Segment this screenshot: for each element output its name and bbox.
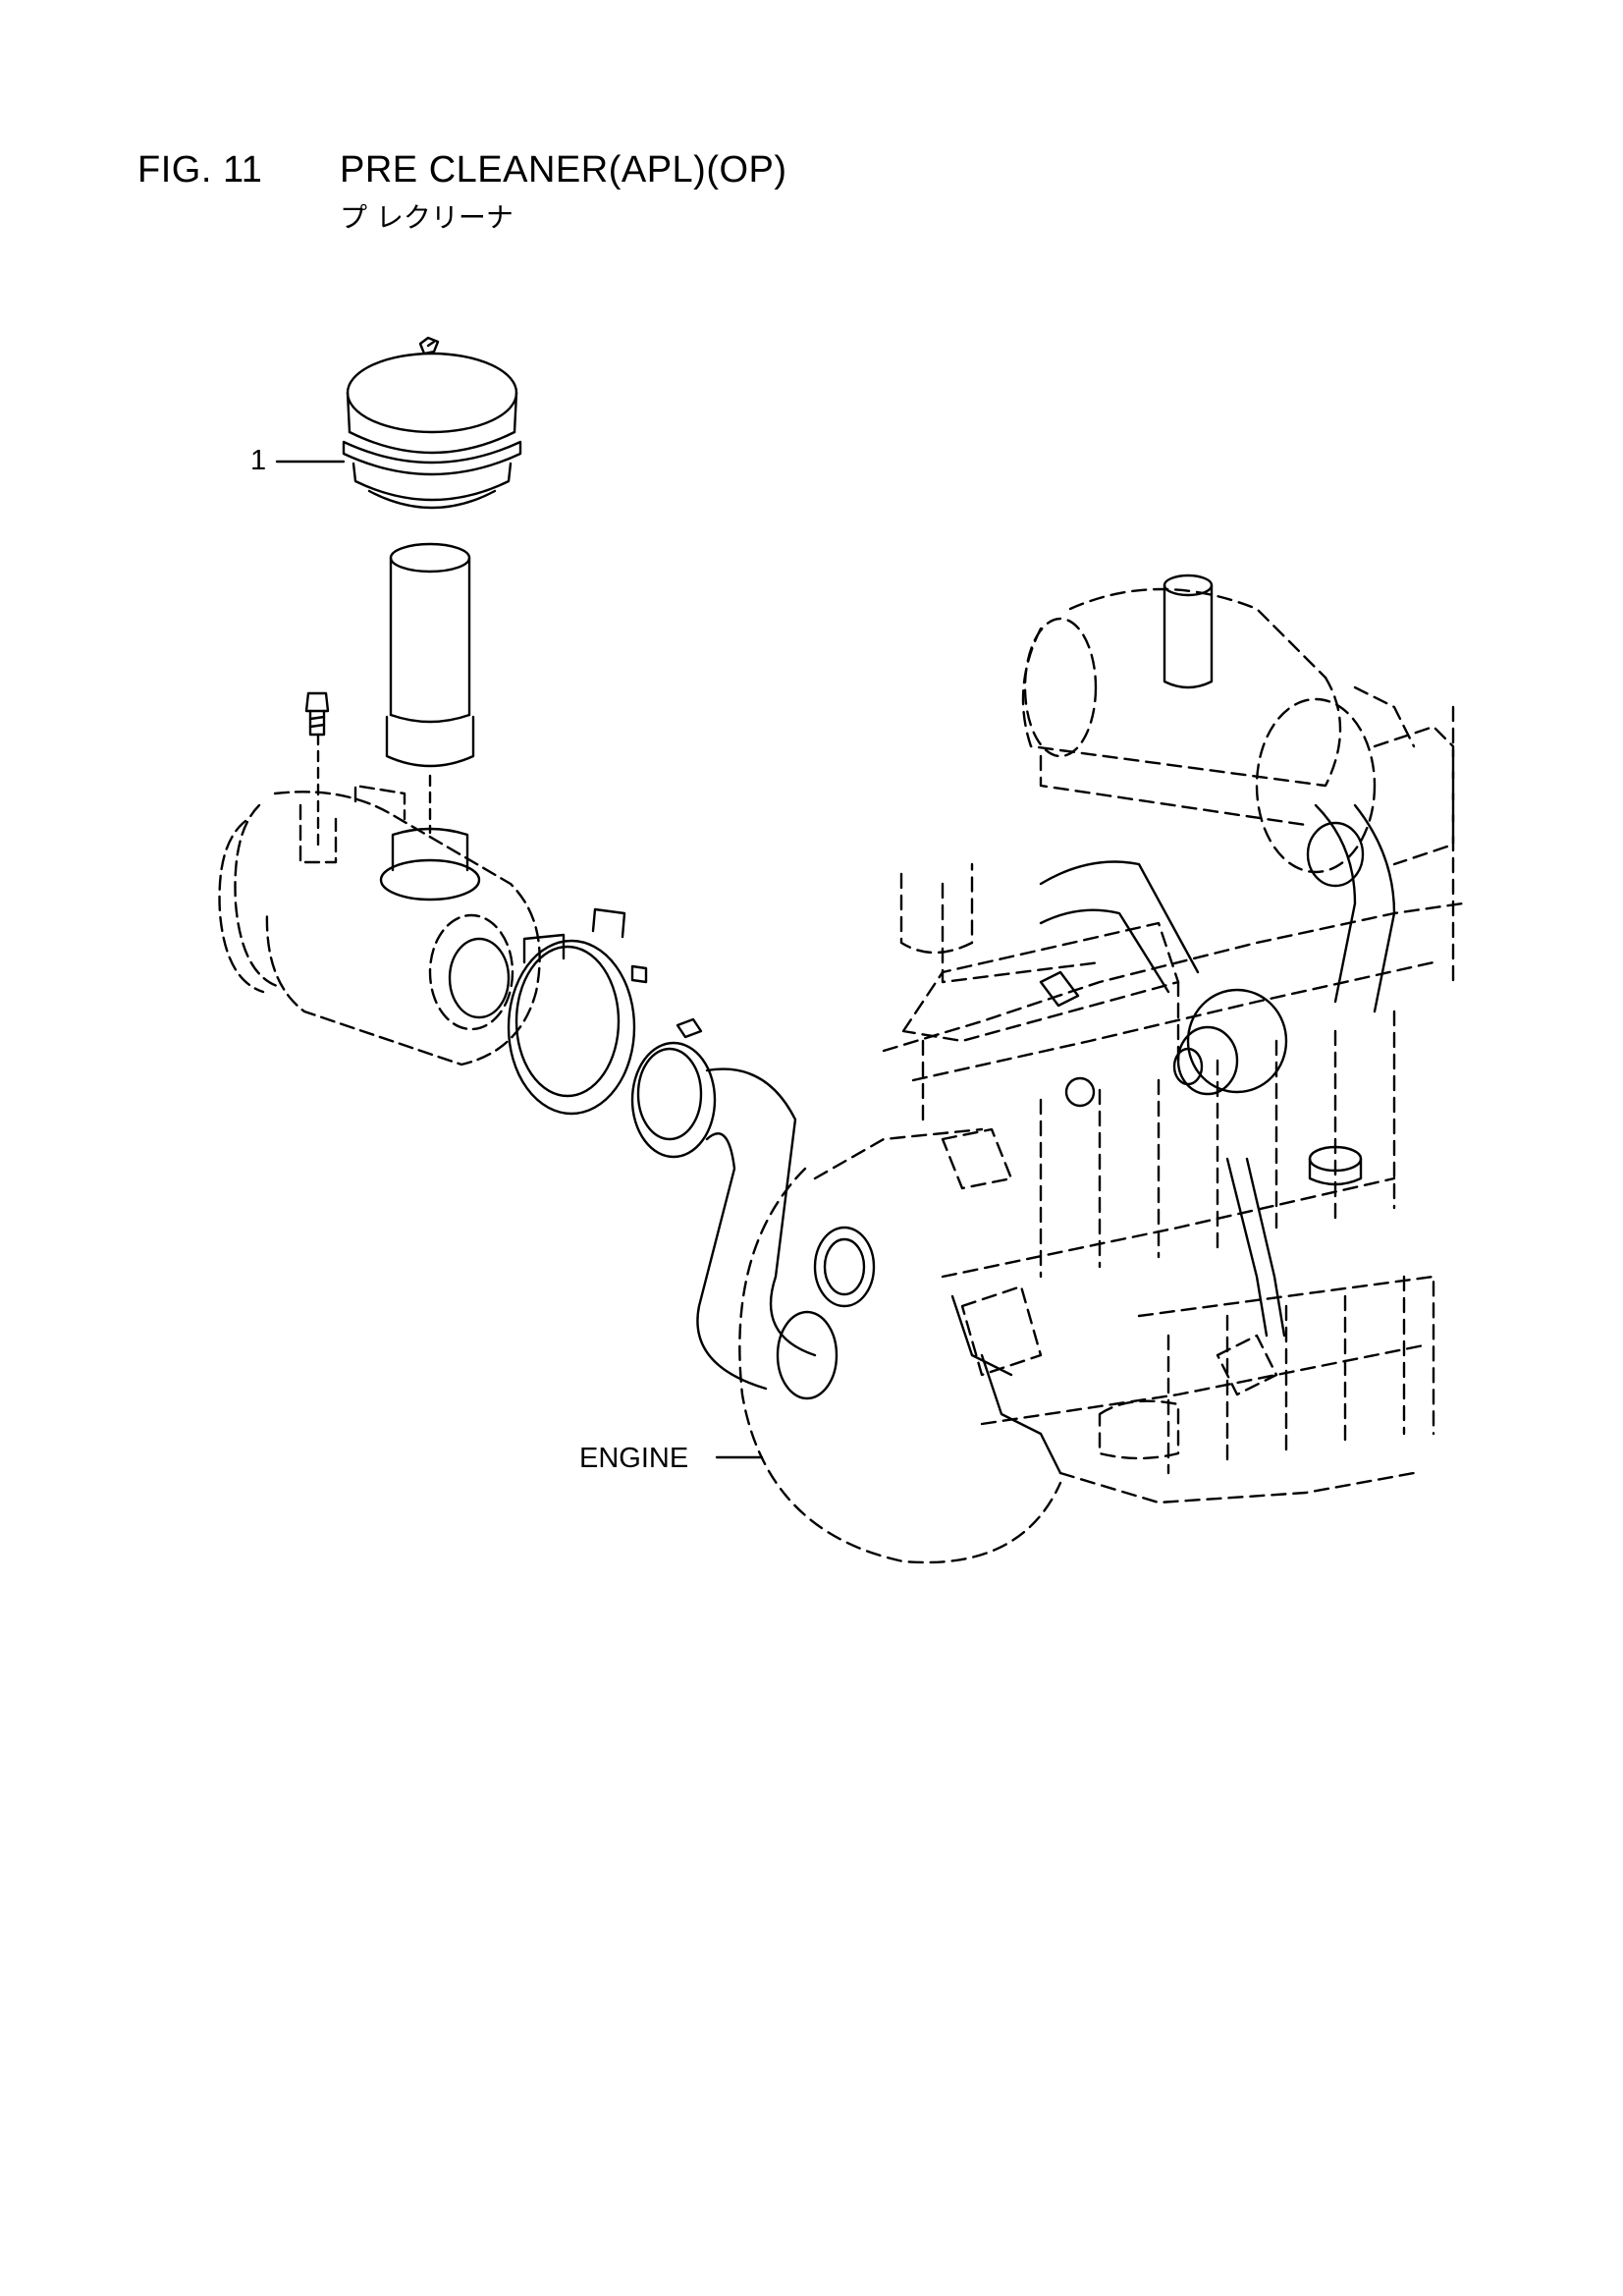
figure-title: PRE CLEANER(APL)(OP)	[340, 149, 787, 191]
hose-clamp-lower	[813, 1226, 876, 1308]
mounting-band	[507, 907, 648, 1116]
air-cleaner-outlet	[379, 827, 514, 1031]
air-cleaner-body	[218, 784, 541, 1066]
pre-cleaner-cap	[342, 336, 522, 510]
callout-part-1-label: 1	[250, 445, 266, 476]
callout-part-1: 1	[250, 445, 346, 476]
engine-details	[950, 574, 1396, 1475]
figure-subtitle-japanese: プ レクリーナ	[340, 201, 514, 234]
bolt	[304, 691, 330, 737]
hose-clamp-upper	[630, 1017, 717, 1159]
inner-tube	[385, 542, 475, 768]
callout-engine: ENGINE	[579, 1443, 764, 1474]
figure-number: FIG. 11	[137, 149, 263, 191]
engine-outline	[738, 587, 1465, 1564]
callout-engine-label: ENGINE	[579, 1443, 688, 1474]
alignment-lines	[316, 733, 432, 847]
figure-header: FIG. 11 PRE CLEANER(APL)(OP) プ レクリーナ	[0, 0, 1623, 255]
intake-hose	[696, 1067, 839, 1400]
